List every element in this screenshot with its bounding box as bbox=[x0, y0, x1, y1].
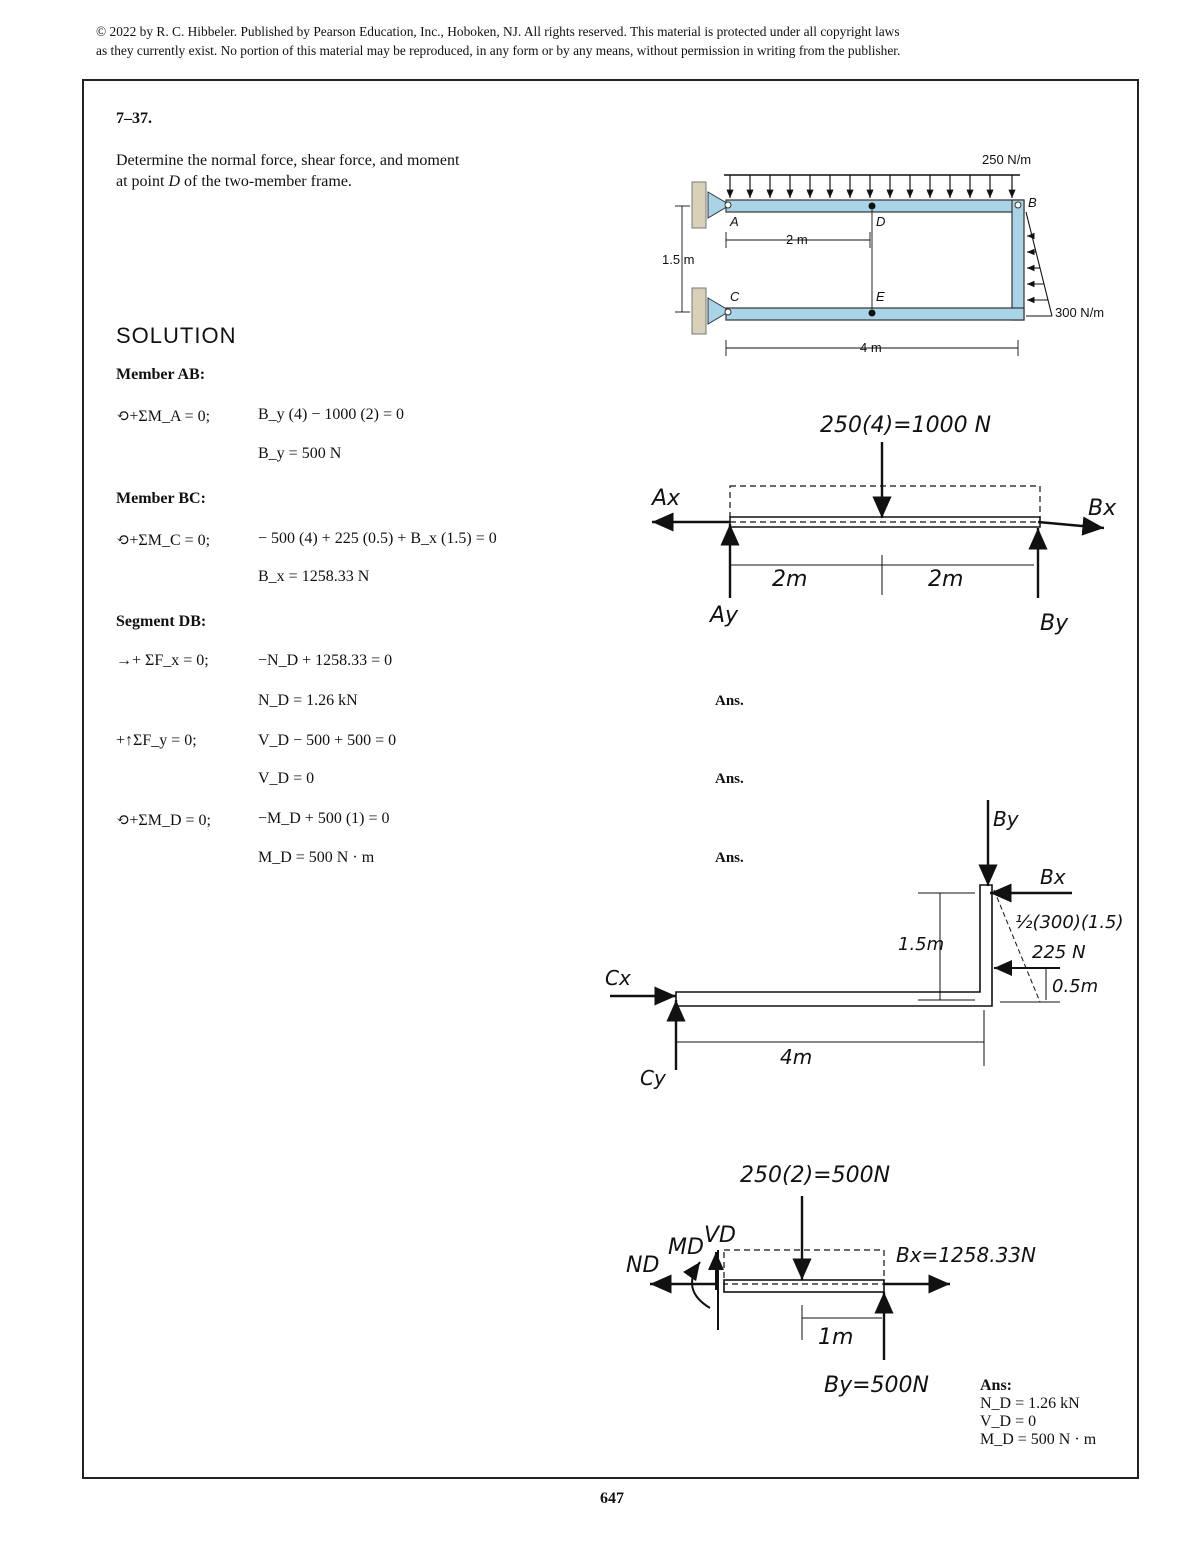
label-e: E bbox=[876, 289, 885, 304]
copyright-line-2: as they currently exist. No portion of t… bbox=[96, 43, 901, 58]
fbd2-cx: Cx bbox=[605, 966, 631, 990]
fbd2-bx: Bx bbox=[1040, 865, 1066, 889]
eq2: − 500 (4) + 225 (0.5) + B_x (1.5) = 0 bbox=[258, 530, 497, 547]
eq1-result: B_y = 500 N bbox=[258, 445, 342, 462]
fbd2-tri-result: 225 N bbox=[1032, 942, 1086, 963]
eq4: V_D − 500 + 500 = 0 bbox=[258, 732, 397, 749]
eq2-condition: ⟲+ΣM_C = 0; bbox=[116, 532, 211, 549]
top-load-arrows bbox=[726, 175, 1016, 198]
eq5-result: M_D = 500 N · m bbox=[258, 849, 375, 866]
answer-box: Ans: N_D = 1.26 kN V_D = 0 M_D = 500 N ·… bbox=[980, 1377, 1096, 1449]
eq2-result: B_x = 1258.33 N bbox=[258, 568, 370, 585]
label-d: D bbox=[876, 214, 885, 229]
pin-c bbox=[707, 297, 731, 325]
fbd1-dim2: 2m bbox=[928, 567, 963, 592]
eq4-result: V_D = 0 bbox=[258, 770, 315, 787]
label-b: B bbox=[1028, 195, 1037, 210]
fbd3-by: By=500N bbox=[824, 1373, 929, 1398]
member-bc-vertical bbox=[1011, 199, 1025, 321]
fbd-member-ab bbox=[652, 442, 1105, 598]
side-load bbox=[1025, 211, 1053, 317]
fbd2-dim-4: 4m bbox=[780, 1045, 812, 1069]
answer-vd: V_D = 0 bbox=[980, 1413, 1037, 1430]
ans-label-1: Ans. bbox=[715, 693, 744, 709]
fbd1-dim1: 2m bbox=[772, 567, 807, 592]
solution-title: SOLUTION bbox=[116, 323, 237, 348]
page-number: 647 bbox=[600, 1490, 624, 1507]
fbd3-dim-1: 1m bbox=[818, 1325, 853, 1350]
eq3-condition: →+ ΣF_x = 0; bbox=[116, 652, 209, 669]
fbd-segment-db bbox=[650, 1196, 950, 1360]
fbd1-ax: Ax bbox=[650, 486, 681, 511]
fbd1-by: By bbox=[1040, 611, 1069, 636]
ans-label-2: Ans. bbox=[715, 771, 744, 787]
fbd2-tri-expr: ½(300)(1.5) bbox=[1015, 912, 1124, 933]
eq5: −M_D + 500 (1) = 0 bbox=[258, 810, 390, 827]
label-a: A bbox=[729, 214, 739, 229]
label-load-side: 300 N/m bbox=[1055, 305, 1104, 320]
eq3: −N_D + 1258.33 = 0 bbox=[258, 652, 393, 669]
member-ab-heading: Member AB: bbox=[116, 366, 206, 383]
label-c: C bbox=[730, 289, 740, 304]
eq1-condition: ⟲+ΣM_A = 0; bbox=[116, 408, 211, 425]
label-dim-4m: 4 m bbox=[860, 340, 882, 355]
fbd2-dim-05: 0.5m bbox=[1052, 976, 1098, 997]
statement-point: D bbox=[168, 173, 180, 190]
statement-line-2-post: of the two-member frame. bbox=[180, 173, 352, 190]
answer-heading: Ans: bbox=[980, 1377, 1013, 1394]
fbd3-load: 250(2)=500N bbox=[740, 1163, 890, 1188]
fbd3-bx: Bx=1258.33N bbox=[896, 1243, 1036, 1267]
label-dim-2m: 2 m bbox=[786, 232, 808, 247]
wall-support-c bbox=[691, 287, 707, 335]
problem-statement: Determine the normal force, shear force,… bbox=[116, 150, 566, 192]
solution-box bbox=[82, 79, 1139, 1479]
pin-a bbox=[707, 191, 731, 219]
fbd2-cy: Cy bbox=[640, 1066, 667, 1090]
label-dim-15m: 1.5 m bbox=[662, 252, 695, 267]
fbd3-md: MD bbox=[668, 1235, 704, 1260]
fbd1-load-label: 250(4)=1000 N bbox=[820, 413, 991, 438]
ans-label-3: Ans. bbox=[715, 850, 744, 866]
problem-number: 7–37. bbox=[116, 110, 152, 127]
fbd2-by: By bbox=[993, 807, 1020, 831]
fbd2-dim-15: 1.5m bbox=[898, 934, 944, 955]
segment-db-heading: Segment DB: bbox=[116, 613, 207, 630]
fbd1-ay: Ay bbox=[708, 603, 739, 628]
eq5-condition: ⟲+ΣM_D = 0; bbox=[116, 812, 211, 829]
answer-nd: N_D = 1.26 kN bbox=[980, 1395, 1080, 1412]
answer-md: M_D = 500 N · m bbox=[980, 1431, 1097, 1448]
label-load-top: 250 N/m bbox=[982, 152, 1031, 167]
wall-support-a bbox=[691, 181, 707, 229]
point-e bbox=[868, 309, 876, 317]
copyright-line-1: © 2022 by R. C. Hibbeler. Published by P… bbox=[96, 24, 900, 39]
statement-line-2-pre: at point bbox=[116, 173, 169, 190]
member-bc-heading: Member BC: bbox=[116, 490, 206, 507]
statement-line-1: Determine the normal force, shear force,… bbox=[116, 152, 460, 169]
copyright-notice: © 2022 by R. C. Hibbeler. Published by P… bbox=[96, 22, 1126, 60]
fbd1-bx: Bx bbox=[1088, 496, 1117, 521]
eq3-result: N_D = 1.26 kN bbox=[258, 692, 358, 709]
point-d bbox=[868, 202, 876, 210]
eq1: B_y (4) − 1000 (2) = 0 bbox=[258, 406, 405, 423]
fbd3-nd: ND bbox=[626, 1253, 659, 1278]
eq4-condition: +↑ΣF_y = 0; bbox=[116, 732, 197, 749]
fbd3-vd: VD bbox=[704, 1223, 736, 1248]
fbd-member-bc bbox=[610, 800, 1072, 1070]
problem-figure bbox=[675, 174, 1053, 356]
